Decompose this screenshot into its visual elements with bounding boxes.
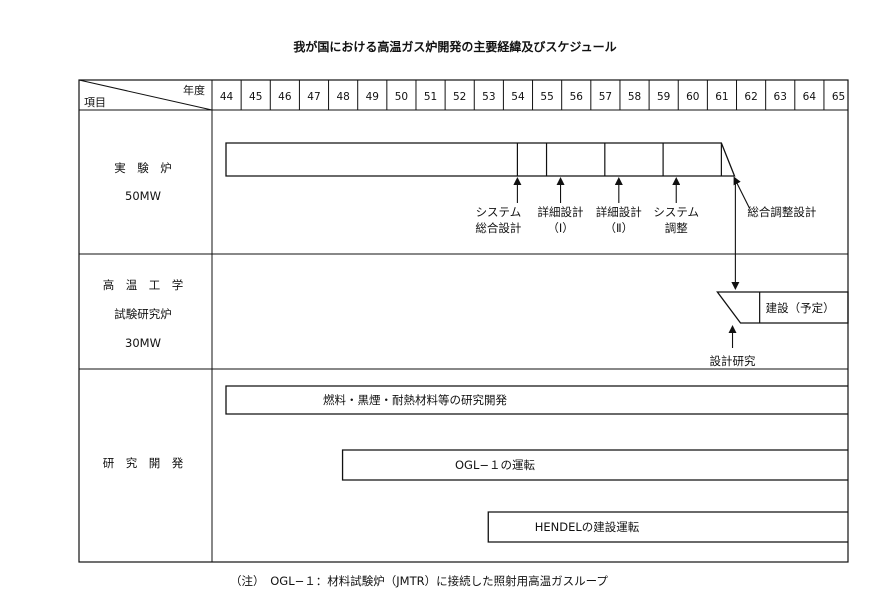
milestone-arrow [733, 176, 750, 209]
research-bar [487, 511, 848, 543]
year-tick-label: 54 [511, 91, 525, 103]
year-tick-label: 53 [482, 91, 495, 103]
year-tick-label: 48 [336, 91, 349, 103]
milestone-label: （Ⅰ） [547, 221, 573, 235]
footnote: （注） OGL−１：材料試験炉（JMTR）に接続した照射用高温ガスループ [230, 574, 608, 588]
year-tick-label: 51 [424, 91, 437, 103]
milestone-label: システム [476, 205, 522, 219]
year-tick-label: 56 [570, 91, 584, 103]
experimental-reactor-bar [225, 142, 736, 177]
row-label-line: 試験研究炉 [114, 307, 172, 321]
htr-test-reactor-schedule: 建設（予定） 設計研究 [710, 291, 849, 368]
research-bar [341, 449, 848, 481]
year-tick-label: 59 [657, 91, 670, 103]
research-bar-label: HENDELの建設運転 [535, 520, 640, 534]
year-tick-label: 52 [453, 91, 466, 103]
year-tick-label: 65 [832, 91, 845, 103]
item-header-label: 項目 [84, 96, 106, 109]
milestone-label: システム [653, 205, 699, 219]
row-label-line: 30MW [125, 336, 161, 350]
research-schedule: 燃料・黒煙・耐熱材料等の研究開発 OGL−１の運転 HENDELの建設運転 [225, 385, 848, 543]
year-tick-label: 45 [249, 91, 262, 103]
research-bar-label: 燃料・黒煙・耐熱材料等の研究開発 [323, 393, 507, 407]
year-tick-label: 60 [686, 91, 699, 103]
row-label-line: 高 温 工 学 [103, 278, 184, 292]
year-tick-label: 58 [628, 91, 641, 103]
row-label-line: 実 験 炉 [114, 161, 172, 175]
milestone-label: 総合調整設計 [747, 205, 816, 219]
research-bar [225, 385, 848, 415]
design-study-label: 設計研究 [710, 354, 756, 368]
year-tick-label: 63 [774, 91, 787, 103]
milestone-label: 総合設計 [475, 221, 521, 235]
year-tick-label: 57 [599, 91, 612, 103]
construction-label: 建設（予定） [766, 301, 835, 315]
milestone-label: 詳細設計 [596, 205, 642, 219]
year-axis: 44 45 46 47 48 49 50 51 52 53 54 55 56 57 58 59 60 61 62 63… [220, 80, 845, 110]
milestone-label: 調整 [665, 221, 688, 235]
htr-reactor-bar [716, 291, 849, 324]
year-header-label: 年度 [183, 83, 205, 97]
year-tick-label: 61 [715, 91, 728, 103]
milestone-label: 詳細設計 [538, 205, 584, 219]
year-tick-label: 62 [744, 91, 757, 103]
year-tick-label: 49 [366, 91, 379, 103]
header-diagonal [78, 79, 213, 111]
chart-title: 我が国における高温ガス炉開発の主要経緯及びスケジュール [293, 39, 616, 54]
year-tick-label: 46 [278, 91, 292, 103]
year-tick-label: 55 [540, 91, 553, 103]
research-bar-label: OGL−１の運転 [455, 458, 536, 472]
row-label-line: 研 究 開 発 [103, 456, 184, 470]
year-tick-label: 50 [395, 91, 408, 103]
year-tick-label: 64 [803, 91, 817, 103]
year-tick-label: 47 [307, 91, 320, 103]
milestone-label: （Ⅱ） [604, 221, 633, 235]
table-frame [78, 79, 849, 563]
year-tick-label: 44 [220, 91, 234, 103]
row-label-line: 50MW [125, 189, 161, 203]
